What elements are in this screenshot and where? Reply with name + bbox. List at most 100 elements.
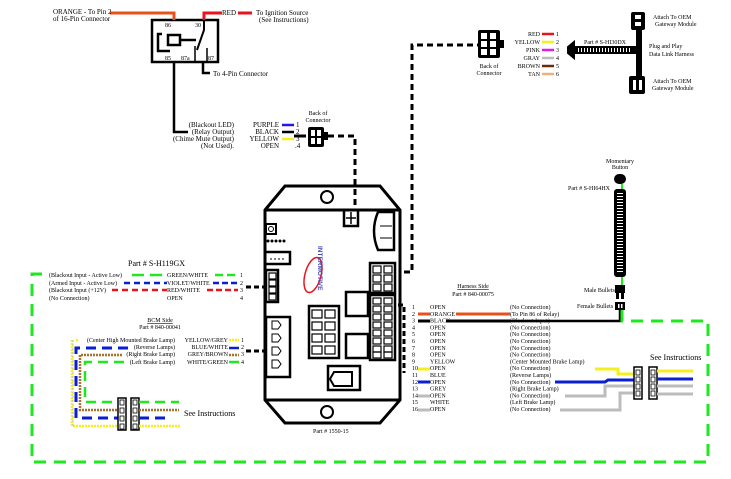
bcm-color-4: WHITE/GREEN xyxy=(187,360,229,366)
bcm-desc-1: (Center High Mounted Brake Lamp) xyxy=(87,337,175,344)
h119-part: Part # S-H119GX xyxy=(128,259,185,268)
gateway-bot-1: Attach To OEM xyxy=(653,79,692,85)
h119-pin-1: 1 xyxy=(240,273,243,279)
relay-body xyxy=(150,18,220,64)
relay: 86 30 85 87a 87 xyxy=(150,18,220,64)
bcm-connector-left xyxy=(117,397,127,431)
mount-hole-bottom xyxy=(320,405,334,419)
harness-color-14: OPEN xyxy=(430,393,446,399)
bcm-color-3: GREY/BROWN xyxy=(188,352,229,358)
6pin-back-2: Connector xyxy=(477,71,502,77)
intermotive-logo: INTERMOTIVE xyxy=(316,246,323,291)
harness-color-5: OPEN xyxy=(430,332,446,338)
harness-pin-13: 13 xyxy=(412,387,418,393)
female-bullets-label: Female Bullets xyxy=(577,304,614,310)
harness-desc-14: (No Connection) xyxy=(510,392,551,399)
4pin-color-4: OPEN xyxy=(261,142,279,150)
6pin-color-2: YELLOW xyxy=(515,40,541,46)
4pin-connector xyxy=(308,127,328,147)
harness-pin-16: 16 xyxy=(412,407,418,413)
gateway-harness xyxy=(567,12,645,94)
6pin-num-6: 6 xyxy=(556,72,559,78)
harness-color-15: WHITE xyxy=(430,400,450,406)
harness-pin-14: 14 xyxy=(412,393,418,399)
harness-color-9: YELLOW xyxy=(430,359,456,365)
4pin-color-1: PURPLE xyxy=(253,121,279,129)
red-label: RED xyxy=(222,9,236,17)
bcm-part: Part # 840-00041 xyxy=(139,325,181,331)
harness-color-2: ORANGE xyxy=(430,312,455,318)
4pin-back-1: Back of xyxy=(309,110,328,117)
harness-desc-2: (To Pin 86 of Relay) xyxy=(510,311,559,318)
bcm-color-1: YELLOW/GREY xyxy=(185,338,229,344)
6pin-color-5: BROWN xyxy=(518,64,541,70)
module-part: Part # 1550-15 xyxy=(313,429,349,435)
harness-color-10: OPEN xyxy=(430,366,446,372)
harness-pin-6: 6 xyxy=(412,339,415,345)
6pin-harness-dashed xyxy=(404,43,478,274)
6pin-num-2: 2 xyxy=(556,40,559,46)
relay-switch xyxy=(196,20,205,51)
harness-desc-15: (Left Brake Lamp) xyxy=(510,399,555,406)
harness-color-16: OPEN xyxy=(430,407,446,413)
button-label-1: Momentary xyxy=(606,159,634,165)
relay-pin-87: 87 xyxy=(208,56,214,62)
harness-color-3: BLACK xyxy=(430,319,451,325)
harness-pin-10: 10 xyxy=(412,366,418,372)
harness-desc-4: (No Connection) xyxy=(510,324,551,331)
4pin-num-2: 2 xyxy=(296,128,300,136)
harness-desc-6: (No Connection) xyxy=(510,338,551,345)
bcm-title: BCM Side xyxy=(147,318,173,324)
harness-pin-7: 7 xyxy=(412,346,415,352)
orange-label-1: ORANGE - To Pin 2 xyxy=(53,8,112,16)
harness-color-12: OPEN xyxy=(430,380,446,386)
h119-color-4: OPEN xyxy=(167,296,183,302)
button-black-wire xyxy=(484,310,622,323)
orange-label-2: of 16-Pin Connector xyxy=(53,15,111,23)
harness-desc-11: (Reverse Lamps) xyxy=(510,372,551,379)
relay-pin-85: 85 xyxy=(165,56,171,62)
harness-color-8: OPEN xyxy=(430,353,446,359)
harness-see-instructions: See Instructions xyxy=(650,353,701,362)
6pin-num-3: 3 xyxy=(556,48,559,54)
bcm-desc-4: (Left Brake Lamp) xyxy=(130,359,175,366)
harness-desc-8: (No Connection) xyxy=(510,352,551,359)
harness-pin-1: 1 xyxy=(412,305,415,311)
4pin-color-3: YELLOW xyxy=(249,135,279,143)
h119-pin-2: 2 xyxy=(240,281,243,287)
4pin-desc-4: (Not Used). xyxy=(201,142,234,150)
harness-16pin-dashed xyxy=(398,303,406,373)
relay-pin-86: 86 xyxy=(165,23,171,29)
h119-pin-4: 4 xyxy=(240,296,243,302)
h119-desc-2: (Armed Input - Active Low) xyxy=(49,280,117,287)
ignition-label-1: To Ignition Source xyxy=(256,9,308,17)
button-label-2: Button xyxy=(612,165,628,171)
relay-coil xyxy=(166,33,182,47)
bcm-pin-3: 3 xyxy=(241,352,244,358)
to-4pin-label: To 4-Pin Connector xyxy=(213,70,269,78)
h119-desc-1: (Blackout Input - Active Low) xyxy=(49,272,122,279)
6pin-color-4: GRAY xyxy=(524,56,541,62)
h119-color-2: VIOLET/WHITE xyxy=(167,281,210,287)
4pin-desc-2: (Relay Output) xyxy=(192,128,235,136)
relay-output-wire xyxy=(172,62,188,134)
harness-pin-9: 9 xyxy=(412,359,415,365)
bcm-pin-4: 4 xyxy=(241,360,244,366)
green-dashed-loop xyxy=(30,272,710,464)
harness-desc-16: (No Connection) xyxy=(510,406,551,413)
6pin-num-5: 5 xyxy=(556,64,559,70)
4pin-num-4: .4 xyxy=(295,142,301,150)
harness-desc-9: (Center Mounted Brake Lamp) xyxy=(510,358,584,365)
harness-connector-right xyxy=(648,366,658,400)
h119-color-3: RED/WHITE xyxy=(167,288,200,294)
6pin-connector xyxy=(478,30,504,58)
h119-pin-3: 3 xyxy=(240,288,243,294)
harness-desc-13: (Right Brake Lamp) xyxy=(510,386,559,393)
4pin-desc-3: (Chime Mute Output) xyxy=(173,135,235,143)
button-part: Part # S-HI64HX xyxy=(568,186,611,192)
gateway-part: Part # S-HI30DX xyxy=(584,40,627,46)
6pin-color-1: RED xyxy=(528,32,541,38)
harness-pin-4: 4 xyxy=(412,325,415,331)
6pin-num-1: 1 xyxy=(556,32,559,38)
bcm-desc-3: (Right Brake Lamp) xyxy=(126,351,175,358)
